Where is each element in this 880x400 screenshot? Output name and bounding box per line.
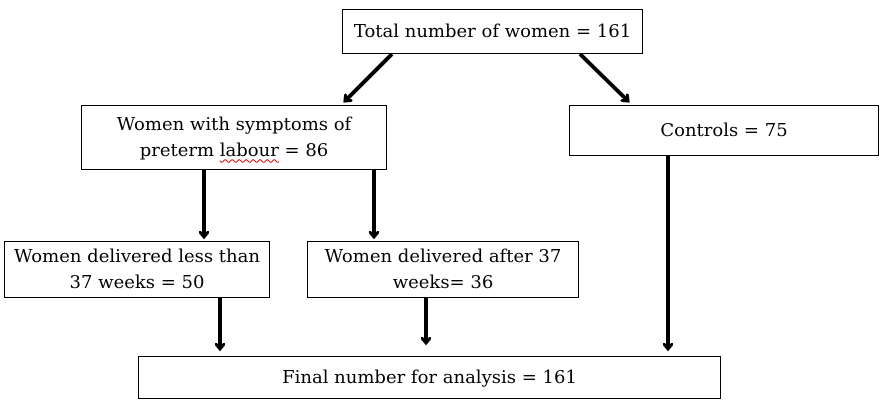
delivered-before-line-2: 37 weeks = 50 (69, 271, 205, 293)
arrow-total-to-controls (578, 52, 628, 101)
symptoms-line-1: Women with symptoms of (116, 113, 352, 135)
symptoms-box: Women with symptoms of preterm labour = … (81, 105, 387, 170)
arrow-total-to-symptoms (345, 52, 394, 101)
total-women-label: Total number of women = 161 (353, 20, 632, 42)
spellcheck-flagged-word: labour (219, 139, 279, 161)
delivered-after-line-1: Women delivered after 37 (324, 245, 562, 267)
symptoms-line-2: preterm labour = 86 (117, 138, 351, 164)
delivered-after-line-2: weeks= 36 (392, 271, 494, 293)
controls-label: Controls = 75 (660, 119, 788, 141)
delivered-after-37-box: Women delivered after 37 weeks= 36 (307, 241, 579, 298)
delivered-before-line-1: Women delivered less than (14, 245, 260, 267)
delivered-before-37-box: Women delivered less than 37 weeks = 50 (4, 241, 270, 298)
symptoms-line-2-prefix: preterm (139, 139, 220, 161)
final-analysis-box: Final number for analysis = 161 (138, 356, 721, 399)
symptoms-line-2-suffix: = 86 (278, 139, 329, 161)
total-women-box: Total number of women = 161 (342, 9, 643, 54)
controls-box: Controls = 75 (569, 105, 879, 156)
final-analysis-label: Final number for analysis = 161 (282, 366, 577, 388)
